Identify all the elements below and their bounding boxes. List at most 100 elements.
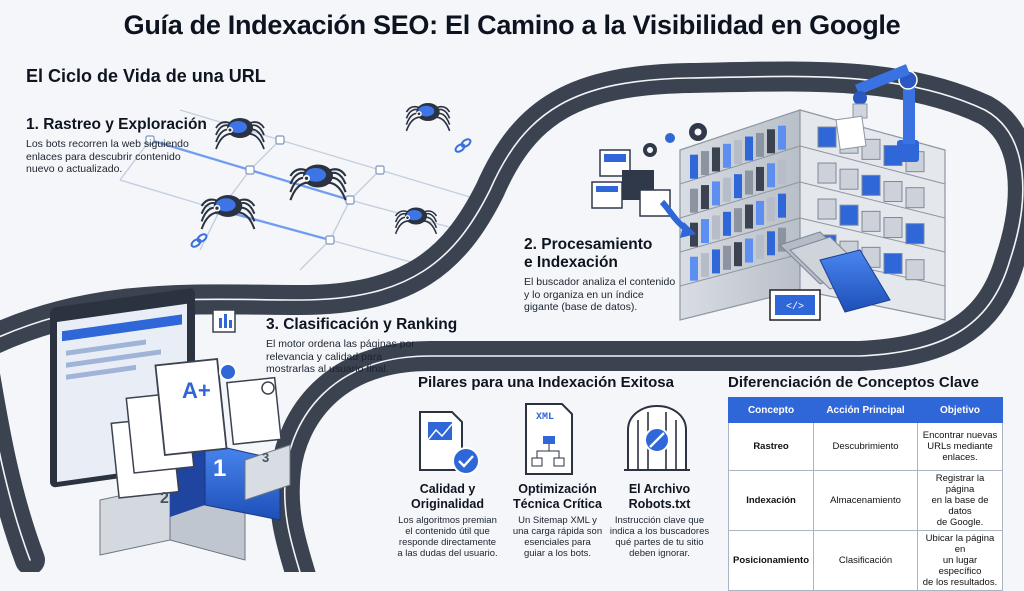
- step-2-desc-line: y lo organiza en un índice: [524, 288, 644, 301]
- step-3: 3. Clasificación y Ranking El motor orde…: [266, 316, 457, 376]
- pillar-desc-line: guiar a los bots.: [523, 548, 592, 559]
- spider-bot-icon: [200, 195, 256, 230]
- pillar-title: Robots.txt: [628, 497, 691, 511]
- table-cell: Almacenamiento: [813, 470, 919, 531]
- index-library: </>: [591, 64, 946, 321]
- concepts-heading: Diferenciación de Conceptos Clave: [728, 374, 979, 391]
- podium-third-place: 3: [262, 450, 270, 465]
- table-cell: Posicionamiento: [727, 530, 815, 591]
- ranking-scene: [50, 288, 291, 561]
- pillar-desc-line: Instrucción clave que: [614, 515, 705, 526]
- table-row: Indexación Almacenamiento Registrar la pág…: [727, 470, 1003, 531]
- step-3-desc-line: mostrarlas al usuario final.: [266, 363, 389, 375]
- table-cell-line: Ubicar la página en: [925, 533, 995, 555]
- step-2-desc-line: gigante (base de datos).: [524, 301, 638, 313]
- table-cell-line: Rastreo: [753, 441, 789, 452]
- step-1: 1. Rastreo y Exploración Los bots recorr…: [26, 116, 207, 176]
- table-cell-line: URLs mediante: [927, 441, 993, 452]
- table-cell: Rastreo: [727, 422, 815, 471]
- concepts-table: Concepto Acción Principal Objetivo Rastr…: [727, 397, 1003, 591]
- spider-bot-icon: [394, 207, 438, 235]
- table-cell-line: Descubrimiento: [832, 441, 899, 452]
- robot-arm: [835, 64, 919, 162]
- table-cell-line: de los resultados.: [922, 577, 998, 588]
- table-cell: Descubrimiento: [813, 422, 919, 471]
- pillar-desc-line: Los algoritmos premian: [398, 515, 497, 526]
- pillar-desc-line: esenciales para: [524, 537, 591, 548]
- document-check-icon: [419, 411, 480, 475]
- step-2: 2. Procesamiento e Indexación El buscado…: [524, 236, 675, 314]
- infographic-artwork: </>: [0, 61, 1024, 572]
- podium-second-place: 2: [160, 490, 169, 507]
- pillar-quality: Calidad y Originalidad Los algoritmos pr…: [385, 482, 510, 559]
- pillar-desc-line: deben ignorar.: [629, 548, 690, 559]
- table-cell-line: Posicionamiento: [733, 555, 810, 566]
- step-1-desc-line: enlaces para descubrir contenido: [26, 150, 181, 163]
- pillar-title: Técnica Crítica: [513, 497, 602, 511]
- table-cell-line: enlaces.: [942, 452, 978, 463]
- column-header: Objetivo: [917, 397, 1003, 423]
- table-cell-line: un lugar específico: [938, 555, 982, 577]
- column-header: Acción Principal: [813, 397, 919, 423]
- spider-bot-icon: [215, 118, 265, 150]
- table-cell-line: Clasificación: [838, 555, 893, 566]
- podium-first-place: 1: [213, 455, 227, 482]
- crawler-bots: [200, 103, 451, 235]
- spider-bot-icon: [289, 164, 347, 201]
- road-left-loop: [0, 373, 45, 572]
- table-cell-line: Registrar la página: [935, 473, 985, 495]
- link-icon: [190, 138, 472, 248]
- xml-label: XML: [536, 412, 555, 423]
- pillar-desc: Instrucción clave que indica a los busca…: [602, 515, 717, 559]
- pillar-desc-line: indica a los buscadores: [609, 526, 710, 537]
- step-2-desc: El buscador analiza el contenido y lo or…: [524, 276, 675, 314]
- step-2-title-line-1: 2. Procesamiento: [524, 236, 653, 253]
- pillar-title: Optimización: [518, 482, 597, 496]
- pillar-desc-line: qué partes de tu sitio: [615, 537, 704, 548]
- folder-stack: </>: [769, 231, 891, 321]
- step-3-desc-line: El motor ordena las páginas por: [266, 338, 415, 350]
- table-cell-line: Indexación: [746, 495, 796, 506]
- pillar-desc-line: Un Sitemap XML y: [518, 515, 597, 526]
- grade-badge: A+: [182, 378, 211, 403]
- lifecycle-heading: El Ciclo de Vida de una URL: [26, 66, 266, 86]
- svg-text:</>: </>: [786, 301, 804, 313]
- pillar-technical: Optimización Técnica Crítica Un Sitemap …: [500, 482, 615, 559]
- step-1-desc-line: nuevo o actualizado.: [26, 163, 123, 175]
- pillar-title: Originalidad: [411, 497, 484, 511]
- pillar-desc-line: el contenido útil que: [405, 526, 490, 537]
- table-cell-line: de Google.: [936, 517, 984, 528]
- xml-sitemap-icon: [525, 403, 573, 475]
- gate-blocked-icon: [624, 404, 690, 471]
- table-header-row: Concepto Acción Principal Objetivo: [727, 397, 1003, 423]
- table-cell-line: Almacenamiento: [830, 495, 901, 506]
- pillar-desc: Un Sitemap XML y una carga rápida son es…: [500, 515, 615, 559]
- step-1-title: 1. Rastreo y Exploración: [26, 116, 207, 133]
- pillar-desc: Los algoritmos premian el contenido útil…: [385, 515, 510, 559]
- pillar-desc-line: a las dudas del usuario.: [397, 548, 498, 559]
- step-1-desc-line: Los bots recorren la web siguiendo: [26, 138, 189, 150]
- table-cell-line: Encontrar nuevas: [922, 430, 998, 441]
- step-2-title-line-2: e Indexación: [524, 254, 618, 271]
- pillars-heading: Pilares para una Indexación Exitosa: [418, 374, 674, 391]
- pillar-title: Calidad y: [419, 482, 476, 496]
- step-3-desc-line: relevancia y calidad para: [266, 350, 383, 363]
- column-header: Concepto: [727, 397, 815, 423]
- table-cell-line: en la base de datos: [931, 495, 989, 517]
- pillar-robots: El Archivo Robots.txt Instrucción clave …: [602, 482, 717, 559]
- step-2-desc-line: El buscador analiza el contenido: [524, 276, 676, 288]
- table-cell: Clasificación: [813, 530, 919, 591]
- step-3-desc: El motor ordena las páginas por relevanc…: [266, 338, 457, 376]
- pillar-title: El Archivo: [628, 482, 691, 496]
- spider-bot-icon: [405, 103, 451, 132]
- step-3-title: 3. Clasificación y Ranking: [266, 316, 458, 333]
- pillar-desc-line: responde directamente: [398, 537, 497, 548]
- step-1-desc: Los bots recorren la web siguiendo enlac…: [26, 138, 207, 176]
- pillar-desc-line: una carga rápida son: [512, 526, 603, 537]
- table-cell: Indexación: [727, 470, 815, 531]
- floating-documents: [591, 149, 696, 238]
- page-title: Guía de Indexación SEO: El Camino a la V…: [123, 10, 901, 40]
